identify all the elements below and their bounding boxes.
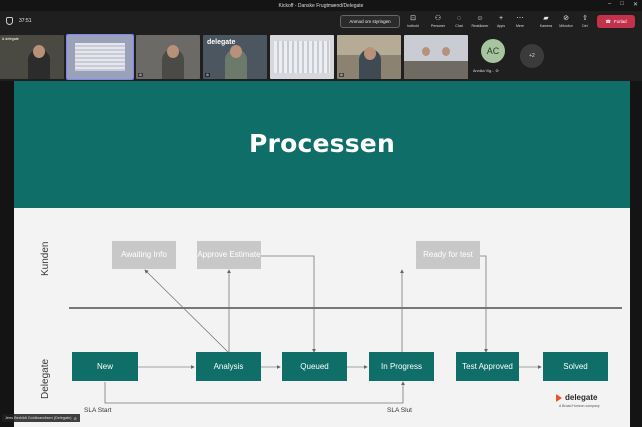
phone-hangup-icon: ☎ (605, 18, 611, 24)
meeting-toolbar: 37:51 Anmod om styringen ⊡ Indhold ⚇ Per… (0, 11, 642, 33)
mic-button[interactable]: ⊘ Mikrofon (559, 15, 573, 28)
maximize-icon[interactable]: □ (620, 1, 624, 7)
step-analysis: Analysis (196, 352, 261, 381)
step-queued: Queued (282, 352, 347, 381)
participant-tile[interactable]: & delegate (0, 35, 64, 79)
mic-muted-icon: ⊘ (339, 73, 344, 77)
shield-icon (6, 17, 13, 25)
chat-button[interactable]: ◌ Chat (455, 15, 463, 28)
lane-label-delegate: Delegate (40, 358, 51, 399)
request-control-button[interactable]: Anmod om styringen (340, 15, 400, 28)
mic-icon: ⊘ (563, 15, 569, 22)
participant-video (225, 49, 247, 79)
step-solved: Solved (543, 352, 608, 381)
lane-label-customer: Kunden (40, 241, 51, 276)
meeting-timer: 37:51 (6, 17, 32, 25)
sla-bracket (104, 381, 405, 404)
avatar-name: Annika Vig... ⊘ (473, 69, 499, 73)
sla-start-label: SLA Start (84, 407, 112, 414)
blurred-video (75, 43, 125, 71)
participant-strip: & delegate ⊘ delegate ⊘ ⊘ (0, 33, 642, 81)
minimize-icon[interactable]: – (608, 1, 612, 7)
participant-head (230, 45, 242, 58)
participant-head (442, 47, 450, 56)
arrow-analysis-awaiting (144, 269, 229, 353)
people-icon: ⚇ (434, 15, 442, 22)
step-in-progress: In Progress (369, 352, 434, 381)
slide-banner: Processen (14, 81, 630, 208)
close-icon[interactable]: ✕ (632, 2, 638, 8)
window-titlebar: Kickoff - Danske Frugtmænd/Delegate – □ … (0, 0, 642, 11)
leave-button[interactable]: ☎ Forlad (597, 15, 635, 28)
participant-tile[interactable]: ⊘ (337, 35, 401, 79)
mic-muted-icon: ⊘ (138, 73, 143, 77)
more-button[interactable]: ⋯ Mere (516, 15, 524, 28)
meeting-table (404, 61, 468, 79)
brand-logo: delegate (556, 393, 597, 402)
participant-tile[interactable] (404, 35, 468, 79)
chat-icon: ◌ (456, 15, 462, 22)
avatar: AC (481, 39, 505, 63)
room-background (337, 35, 401, 55)
step-ready-for-test: Ready for test (416, 241, 480, 269)
play-logo-icon (556, 393, 562, 402)
process-diagram (69, 255, 622, 404)
mic-muted-icon: ⊘ (205, 73, 210, 77)
share-icon: ⊡ (410, 15, 416, 22)
brand-subtitle: A Broad Horizon company (559, 404, 600, 408)
shared-screen-area: Processen (0, 81, 642, 427)
camera-icon: ▰ (543, 15, 549, 22)
step-awaiting-info: Awaiting Info (112, 241, 176, 269)
more-icon: ⋯ (516, 15, 524, 22)
participant-video (162, 49, 184, 79)
shared-slide: Processen (14, 81, 630, 427)
elapsed-time: 37:51 (19, 18, 32, 24)
participant-tile[interactable]: ⊘ (136, 35, 200, 79)
participant-tile-tag: & delegate (2, 37, 19, 41)
apps-icon: + (498, 15, 504, 22)
self-view-label: Jens Berkildt Goldbrandtsen (Delegate) ⊘ (2, 414, 80, 422)
participant-tile[interactable] (270, 35, 334, 79)
mic-muted-icon: ⊘ (73, 416, 77, 421)
participant-head (33, 45, 45, 58)
reactions-icon: ☺ (476, 15, 484, 22)
share-screen-icon: ⇧ (582, 15, 588, 22)
arrow-approve-queued (261, 255, 316, 353)
slide-title: Processen (249, 129, 395, 158)
mic-muted-icon: ⊘ (495, 69, 499, 73)
participant-head (422, 47, 430, 56)
brand-name: delegate (565, 393, 598, 402)
sla-end-label: SLA Slut (387, 407, 412, 414)
participant-background-logo: delegate (207, 39, 236, 46)
arrow-ready-testapproved (480, 255, 488, 353)
participant-head (364, 47, 376, 60)
step-test-approved: Test Approved (456, 352, 519, 381)
window-title: Kickoff - Danske Frugtmænd/Delegate (278, 2, 364, 9)
window-controls: – □ ✕ (608, 1, 638, 8)
camera-button[interactable]: ▰ Kamera (539, 15, 553, 28)
step-new: New (72, 352, 138, 381)
participant-tile-active[interactable] (66, 34, 134, 80)
step-approve-estimate: Approve Estimate (197, 241, 261, 269)
participant-tile[interactable]: delegate ⊘ (203, 35, 267, 79)
participant-head (167, 45, 179, 58)
reactions-button[interactable]: ☺ Reaktioner (471, 15, 489, 28)
participant-video (28, 49, 50, 79)
blurred-video (274, 41, 330, 73)
share-screen-button[interactable]: ⇧ Del (582, 15, 588, 28)
share-content-button[interactable]: ⊡ Indhold (407, 15, 419, 28)
avatar-tile[interactable]: AC Annika Vig... ⊘ (470, 35, 514, 79)
people-button[interactable]: ⚇ Personer (430, 15, 446, 28)
more-participants-badge[interactable]: +2 (520, 44, 544, 68)
apps-button[interactable]: + Apps (497, 15, 505, 28)
